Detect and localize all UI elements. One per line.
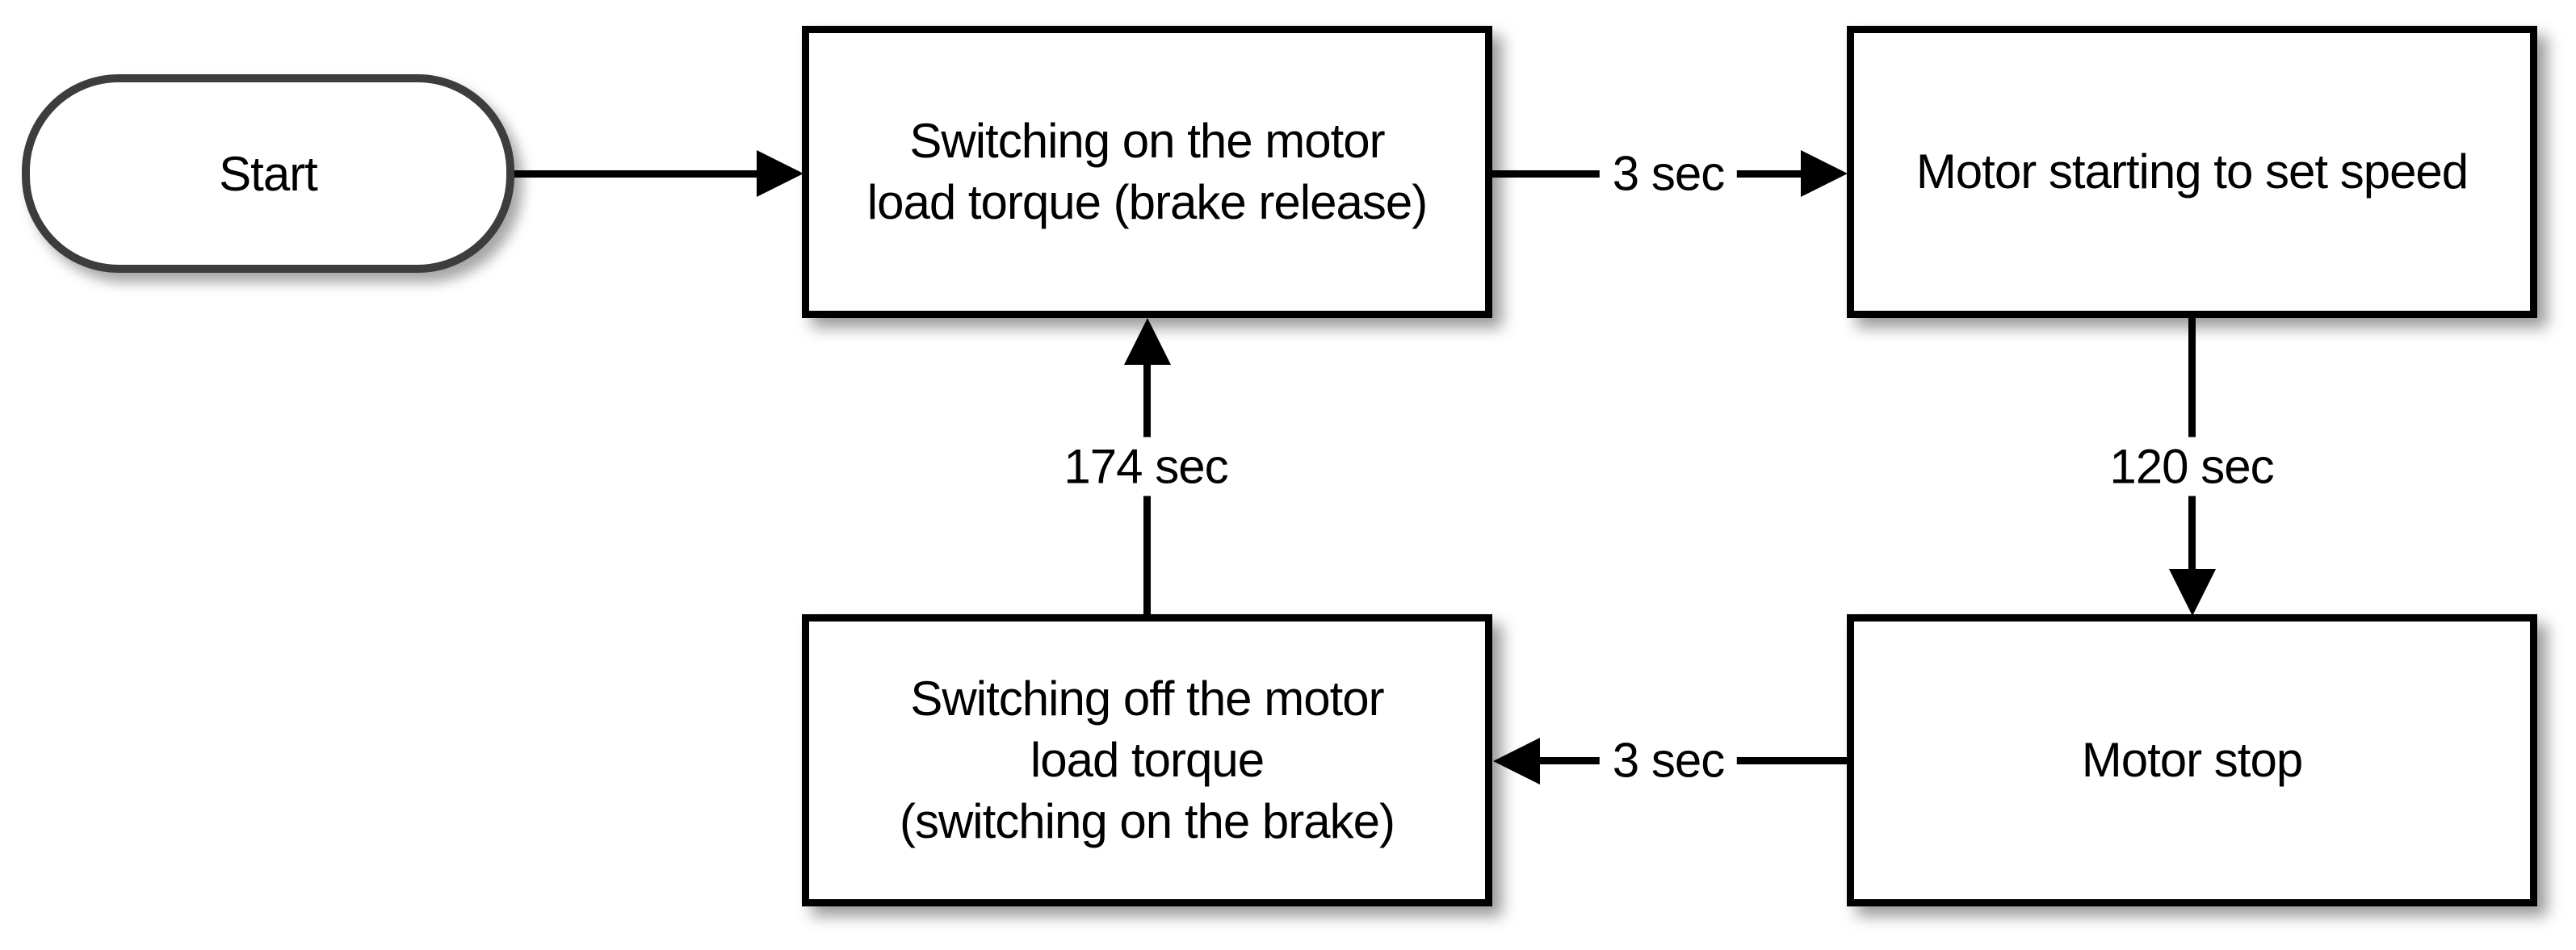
edge-label-3-sec-bottom: 3 sec (1599, 730, 1738, 790)
process-motor-stop-node: Motor stop (1847, 614, 2537, 906)
process-switch-off-text-line3: (switching on the brake) (900, 794, 1395, 848)
arrowhead-left-icon (1493, 738, 1540, 785)
arrowhead-down-icon (2169, 569, 2216, 616)
process-switch-on-text-line1: Switching on the motor (909, 114, 1385, 168)
edge-label-174-sec: 174 sec (1051, 437, 1241, 496)
process-switch-on-text-line2: load torque (brake release) (866, 175, 1428, 229)
process-switch-off-text-line1: Switching off the motor (910, 672, 1384, 726)
arrowhead-up-icon (1124, 318, 1171, 365)
process-motor-start-text: Motor starting to set speed (1915, 144, 2469, 199)
start-node: Start (22, 74, 514, 273)
process-switch-off-text-line2: load torque (1030, 733, 1265, 787)
edge-label-3-sec-top: 3 sec (1599, 144, 1738, 203)
process-motor-start-node: Motor starting to set speed (1847, 26, 2537, 318)
process-switch-on-node: Switching on the motor load torque (brak… (802, 26, 1492, 318)
process-switch-off-node: Switching off the motor load torque (swi… (802, 614, 1492, 906)
arrowhead-right-icon (1801, 150, 1848, 197)
arrow-start-to-switch-on (514, 170, 758, 178)
edge-label-120-sec: 120 sec (2096, 437, 2287, 496)
start-label: Start (219, 146, 318, 201)
process-motor-stop-text: Motor stop (2081, 733, 2303, 787)
arrowhead-right-icon (757, 150, 803, 197)
